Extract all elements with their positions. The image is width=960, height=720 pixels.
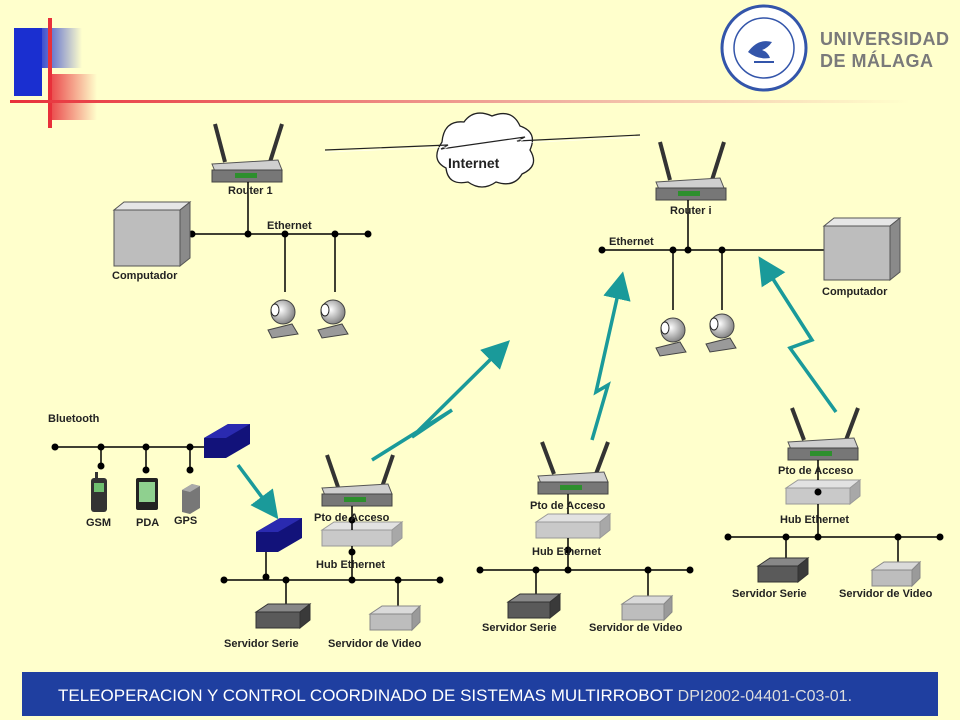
- hub-1-label: Hub Ethernet: [316, 559, 386, 571]
- hub-2: [534, 512, 612, 540]
- serial-module-left: [256, 518, 302, 581]
- footer-code: DPI2002-04401-C03-01.: [677, 688, 853, 705]
- ethernet-right: [598, 246, 832, 310]
- video-server-1: [368, 604, 422, 632]
- bluetooth-module: [204, 424, 250, 458]
- hub-1: [320, 520, 404, 548]
- access-point-3-label: Pto de Acceso: [778, 465, 854, 477]
- video-server-3-label: Servidor de Video: [839, 588, 933, 600]
- serial-server-1-label: Servidor Serie: [224, 638, 299, 650]
- video-server-3: [870, 560, 922, 588]
- access-point-2: [537, 441, 610, 495]
- serial-server-2-label: Servidor Serie: [482, 622, 557, 634]
- hub-2-label: Hub Ethernet: [532, 546, 602, 558]
- video-server-2-label: Servidor de Video: [589, 622, 683, 634]
- gps-label: GPS: [174, 515, 198, 527]
- ethernet-right-label: Ethernet: [609, 236, 654, 248]
- gsm-phone: [91, 472, 107, 512]
- footer-text: TELEOPERACION Y CONTROL COORDINADO DE SI…: [58, 686, 852, 706]
- serial-server-3: [756, 556, 810, 584]
- ethernet-left-label: Ethernet: [267, 220, 312, 232]
- camera-left-1: [267, 299, 299, 339]
- router-i-label: Router i: [670, 205, 712, 217]
- camera-right-1: [655, 317, 687, 357]
- serial-server-1: [254, 602, 312, 630]
- university-line-2: DE MÁLAGA: [820, 51, 934, 71]
- router-i: [655, 141, 727, 201]
- serial-server-3-label: Servidor Serie: [732, 588, 807, 600]
- hub-3-label: Hub Ethernet: [780, 514, 850, 526]
- internet-cloud: [436, 112, 535, 188]
- gps-device: [182, 484, 200, 514]
- computer-left: [112, 200, 192, 268]
- access-point-3: [787, 407, 860, 461]
- computer-right: [822, 216, 902, 282]
- corner-logo: [10, 18, 910, 128]
- university-name: UNIVERSIDAD DE MÁLAGA: [820, 28, 950, 72]
- hub-3: [784, 478, 862, 506]
- video-server-1-label: Servidor de Video: [328, 638, 422, 650]
- bluetooth-bus: [51, 443, 212, 474]
- ethernet-left: [188, 230, 372, 292]
- access-point-1: [321, 454, 395, 507]
- footer-title: TELEOPERACION Y CONTROL COORDINADO DE SI…: [58, 686, 673, 705]
- access-point-2-label: Pto de Acceso: [530, 500, 606, 512]
- lan-2: [476, 566, 694, 604]
- footer-banner: TELEOPERACION Y CONTROL COORDINADO DE SI…: [22, 672, 938, 716]
- computer-left-label: Computador: [112, 270, 178, 282]
- camera-right-2: [705, 313, 737, 353]
- router-1-label: Router 1: [228, 185, 273, 197]
- pda-device: [136, 478, 158, 510]
- computer-right-label: Computador: [822, 286, 888, 298]
- pda-label: PDA: [136, 517, 160, 529]
- serial-server-2: [506, 592, 562, 620]
- access-point-1-label: Pto de Acceso: [314, 512, 390, 524]
- university-seal: [720, 4, 808, 92]
- university-line-1: UNIVERSIDAD: [820, 29, 950, 49]
- camera-left-2: [317, 299, 349, 339]
- video-server-2: [620, 594, 674, 622]
- wireless-links: [236, 256, 838, 520]
- bluetooth-label: Bluetooth: [48, 413, 100, 425]
- internet-label: Internet: [448, 155, 500, 171]
- gsm-label: GSM: [86, 517, 112, 529]
- router-1: [211, 123, 284, 183]
